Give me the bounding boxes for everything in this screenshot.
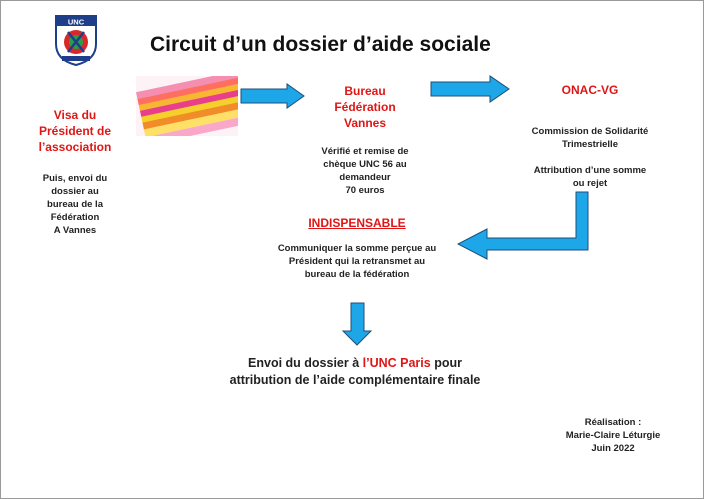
- indispensable-heading: INDISPENSABLE: [308, 216, 406, 230]
- final-message: Envoi du dossier à l’UNC Paris pour attr…: [200, 355, 510, 389]
- folders-image: [136, 76, 238, 136]
- svg-text:UNC: UNC: [68, 18, 85, 27]
- arrow-down: [341, 302, 373, 346]
- final-text-unc-paris: l’UNC Paris: [362, 356, 431, 370]
- page-title: Circuit d’un dossier d’aide sociale: [150, 33, 491, 56]
- onac-attribution-text: Attribution d’une somme ou rejet: [533, 165, 647, 189]
- unc-logo: UNC: [55, 15, 97, 66]
- final-text-line2: attribution de l’aide complémentaire fin…: [229, 373, 481, 387]
- onac-heading: ONAC-VG: [561, 83, 619, 97]
- credits: Réalisation : Marie-Claire Léturgie Juin…: [548, 416, 678, 455]
- final-text-before: Envoi du dossier à: [248, 356, 363, 370]
- credits-label: Réalisation :: [584, 417, 642, 428]
- arrow-right-1: [240, 83, 305, 109]
- arrow-right-2: [430, 75, 510, 103]
- bureau-text: Vérifié et remise de chèque UNC 56 au de…: [321, 146, 409, 196]
- indispensable-text: Communiquer la somme perçue au Président…: [277, 243, 437, 280]
- visa-text: Puis, envoi du dossier au bureau de la F…: [42, 173, 108, 236]
- credits-date: Juin 2022: [591, 443, 635, 454]
- arrow-elbow-left: [456, 191, 589, 260]
- credits-name: Marie-Claire Léturgie: [565, 430, 661, 441]
- onac-commission-text: Commission de Solidarité Trimestrielle: [531, 126, 649, 150]
- final-text-after: pour: [430, 356, 462, 370]
- bureau-heading: Bureau Fédération Vannes: [334, 84, 396, 130]
- visa-heading: Visa du Président de l’association: [38, 108, 112, 154]
